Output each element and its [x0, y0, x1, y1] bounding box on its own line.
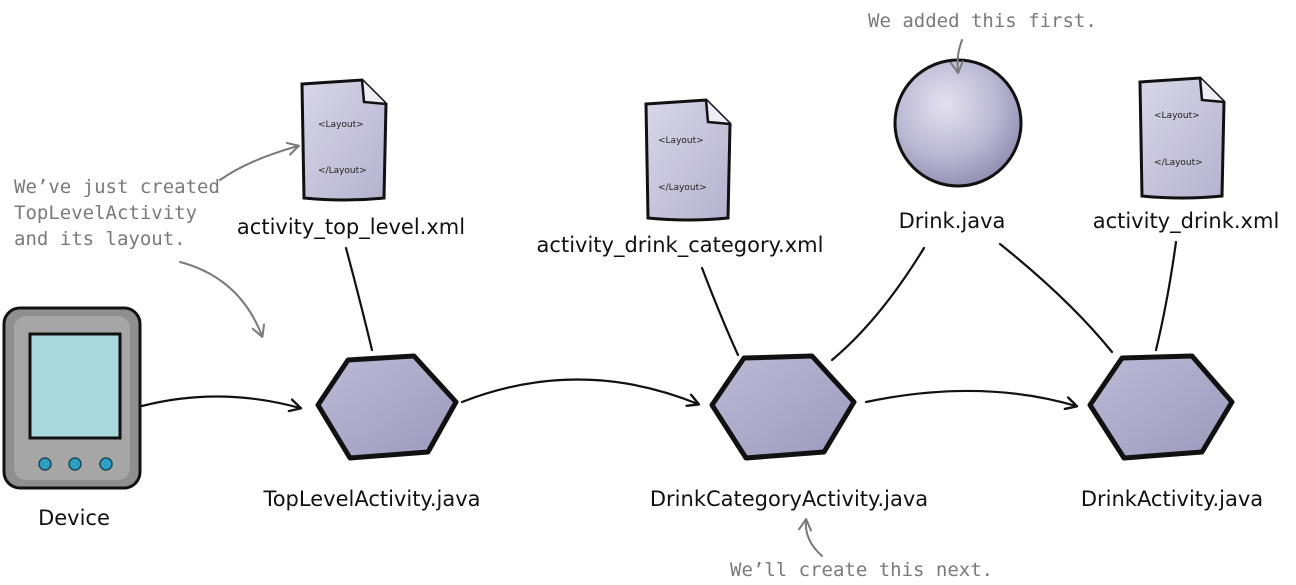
annotation-created: We’ve just created TopLevelActivity and …	[14, 141, 300, 338]
device-button	[68, 457, 82, 471]
label-drink-category-activity-java: DrinkCategoryActivity.java	[650, 487, 928, 511]
annotation-added-first-text: We added this first.	[868, 10, 1097, 32]
document-icon	[1138, 76, 1226, 200]
layout-file-drink-category: <Layout> </Layout>	[644, 98, 732, 222]
annotation-created-line3: and its layout.	[14, 228, 186, 250]
arrow-top-level-to-category	[460, 378, 698, 404]
device-button	[99, 457, 113, 471]
layout-close-tag: </Layout>	[318, 166, 367, 176]
layout-file-top-level: <Layout> </Layout>	[300, 78, 388, 202]
label-drink-java: Drink.java	[899, 209, 1006, 233]
annotation-arrow-to-category-activity	[798, 518, 823, 557]
label-drink-activity-java: DrinkActivity.java	[1081, 487, 1263, 511]
annotation-added-first: We added this first.	[868, 10, 1097, 74]
connector-top-level-xml	[344, 246, 374, 352]
annotation-created-line1: We’ve just created	[14, 176, 220, 198]
layout-file-drink: <Layout> </Layout>	[1138, 76, 1226, 200]
device-button	[38, 457, 52, 471]
activity-hexagon-icon	[709, 353, 857, 461]
connector-drink-category-xml	[700, 266, 740, 357]
annotation-arrow-to-layout	[219, 141, 300, 181]
arrow-category-to-drink	[864, 389, 1076, 406]
hexagon-drink-activity	[1087, 353, 1235, 461]
connector-drink-java-to-category	[830, 246, 926, 362]
annotation-created-line2: TopLevelActivity	[14, 202, 197, 224]
document-icon	[300, 78, 388, 202]
arrow-device-to-top-level	[140, 395, 300, 408]
device-icon	[2, 306, 142, 490]
connector-drink-xml	[1154, 240, 1178, 352]
activity-hexagon-icon	[1087, 353, 1235, 461]
annotation-arrow-to-activity	[179, 261, 266, 338]
annotation-arrow-to-drink-java	[949, 39, 964, 74]
layout-close-tag: </Layout>	[1154, 158, 1203, 168]
drink-java-sphere-icon	[893, 58, 1023, 188]
layout-open-tag: <Layout>	[318, 120, 364, 130]
label-activity-top-level-xml: activity_top_level.xml	[237, 215, 465, 240]
label-device: Device	[38, 506, 110, 530]
label-top-level-activity-java: TopLevelActivity.java	[262, 487, 480, 511]
layout-open-tag: <Layout>	[1154, 111, 1200, 121]
annotation-create-next: We’ll create this next.	[730, 518, 993, 581]
annotation-create-next-text: We’ll create this next.	[730, 559, 993, 581]
device-screen	[28, 332, 122, 440]
document-icon	[644, 98, 732, 222]
label-activity-drink-xml: activity_drink.xml	[1093, 209, 1280, 234]
flow-arrows	[140, 378, 1076, 408]
connector-drink-java-to-drink	[998, 242, 1114, 354]
label-activity-drink-category-xml: activity_drink_category.xml	[537, 233, 824, 258]
connector-lines	[344, 240, 1178, 362]
hexagon-drink-category-activity	[709, 353, 857, 461]
hexagon-top-level-activity	[315, 353, 459, 461]
activity-hexagon-icon	[315, 353, 459, 461]
layout-close-tag: </Layout>	[658, 183, 707, 193]
layout-open-tag: <Layout>	[658, 136, 704, 146]
